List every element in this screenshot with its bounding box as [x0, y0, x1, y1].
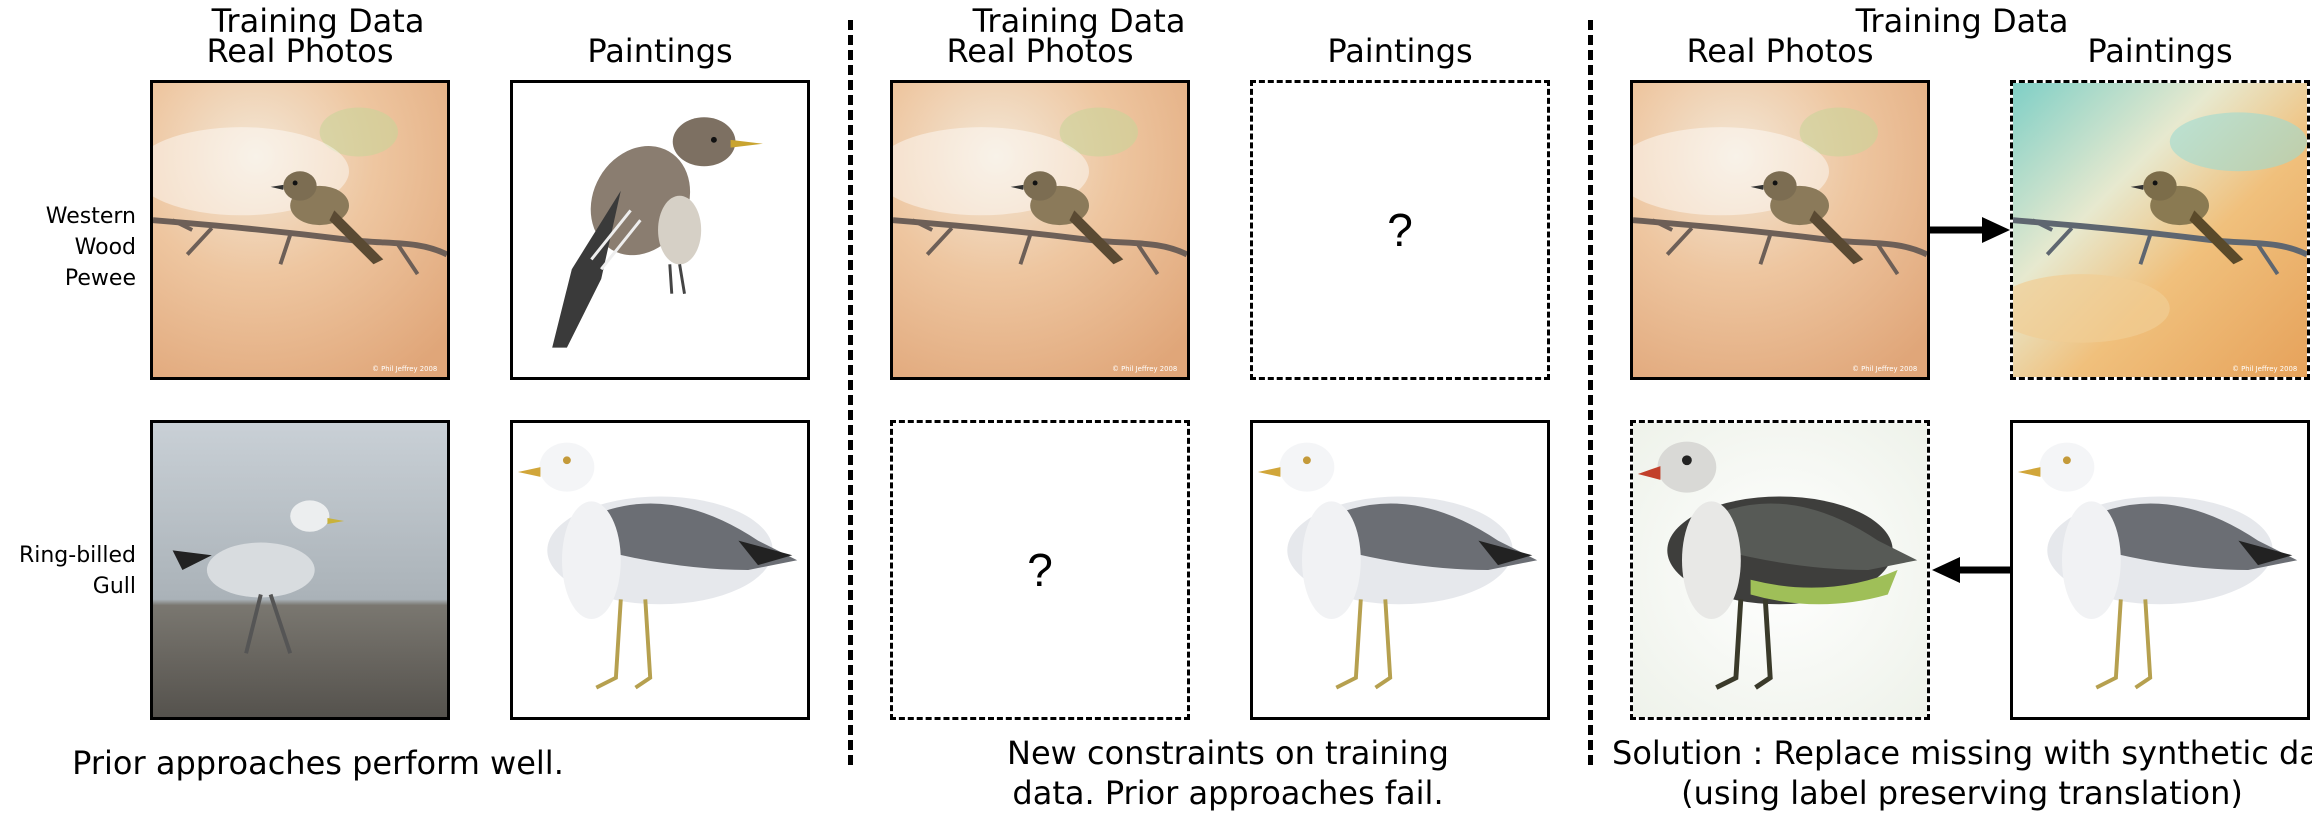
gull-photo	[150, 420, 450, 720]
row-label-western-wood-pewee: Western Wood Pewee	[0, 201, 136, 294]
panel-1-column-paintings: Paintings	[587, 32, 733, 70]
pewee-photo-image: © Phil Jeffrey 2008	[1633, 83, 1927, 377]
caption-line: data. Prior approaches fail.	[1012, 774, 1444, 812]
synthetic-gull-photo	[1630, 420, 1930, 720]
row-label-line: Western	[45, 204, 136, 229]
gull-painting	[2010, 420, 2310, 720]
gull-painting	[510, 420, 810, 720]
panel-divider	[1588, 20, 1593, 765]
pewee-painting-image	[513, 83, 807, 377]
missing-gull-photo: ?	[890, 420, 1190, 720]
caption-line: Solution : Replace missing with syntheti…	[1612, 734, 2312, 772]
gull-painting-image	[1253, 423, 1547, 717]
panel-3-caption: Solution : Replace missing with syntheti…	[1612, 733, 2312, 813]
synthetic-pewee-painting-image: © Phil Jeffrey 2008	[2013, 83, 2307, 377]
gull-painting-image	[2013, 423, 2307, 717]
photo-credit: © Phil Jeffrey 2008	[2232, 365, 2297, 373]
row-label-line: Ring-billed	[18, 543, 136, 568]
panel-3-column-real-photos: Real Photos	[1686, 32, 1874, 70]
synthetic-gull-photo-image	[1633, 423, 1927, 717]
missing-question-mark: ?	[1387, 204, 1413, 256]
caption-line: (using label preserving translation)	[1681, 774, 2243, 812]
photo-credit: © Phil Jeffrey 2008	[372, 365, 437, 373]
row-label-line: Gull	[92, 574, 136, 599]
pewee-photo: © Phil Jeffrey 2008	[150, 80, 450, 380]
photo-credit: © Phil Jeffrey 2008	[1112, 365, 1177, 373]
pewee-photo-image: © Phil Jeffrey 2008	[893, 83, 1187, 377]
caption-line: Prior approaches perform well.	[72, 744, 564, 782]
panel-2-caption: New constraints on training data. Prior …	[928, 733, 1528, 813]
pewee-photo: © Phil Jeffrey 2008	[890, 80, 1190, 380]
missing-pewee-painting: ?	[1250, 80, 1550, 380]
panel-1-column-real-photos: Real Photos	[206, 32, 394, 70]
row-label-ring-billed-gull: Ring-billed Gull	[0, 540, 136, 602]
panel-2-column-paintings: Paintings	[1327, 32, 1473, 70]
panel-2-column-real-photos: Real Photos	[946, 32, 1134, 70]
gull-photo-image	[153, 423, 447, 717]
panel-2-title: Training Data	[972, 2, 1186, 40]
panel-divider	[848, 20, 853, 765]
row-label-line: Wood Pewee	[64, 235, 136, 291]
pewee-photo-image: © Phil Jeffrey 2008	[153, 83, 447, 377]
panel-3-column-paintings: Paintings	[2087, 32, 2233, 70]
panel-1-caption: Prior approaches perform well.	[18, 743, 618, 783]
arrow-right-icon	[1930, 217, 2010, 243]
panel-1-title: Training Data	[211, 2, 425, 40]
missing-question-mark: ?	[1027, 544, 1053, 596]
arrow-left-icon	[1932, 557, 2012, 583]
photo-credit: © Phil Jeffrey 2008	[1852, 365, 1917, 373]
gull-painting	[1250, 420, 1550, 720]
panel-3-title: Training Data	[1855, 2, 2069, 40]
pewee-photo: © Phil Jeffrey 2008	[1630, 80, 1930, 380]
pewee-painting	[510, 80, 810, 380]
synthetic-pewee-painting: © Phil Jeffrey 2008	[2010, 80, 2310, 380]
gull-painting-image	[513, 423, 807, 717]
caption-line: New constraints on training	[1007, 734, 1449, 772]
